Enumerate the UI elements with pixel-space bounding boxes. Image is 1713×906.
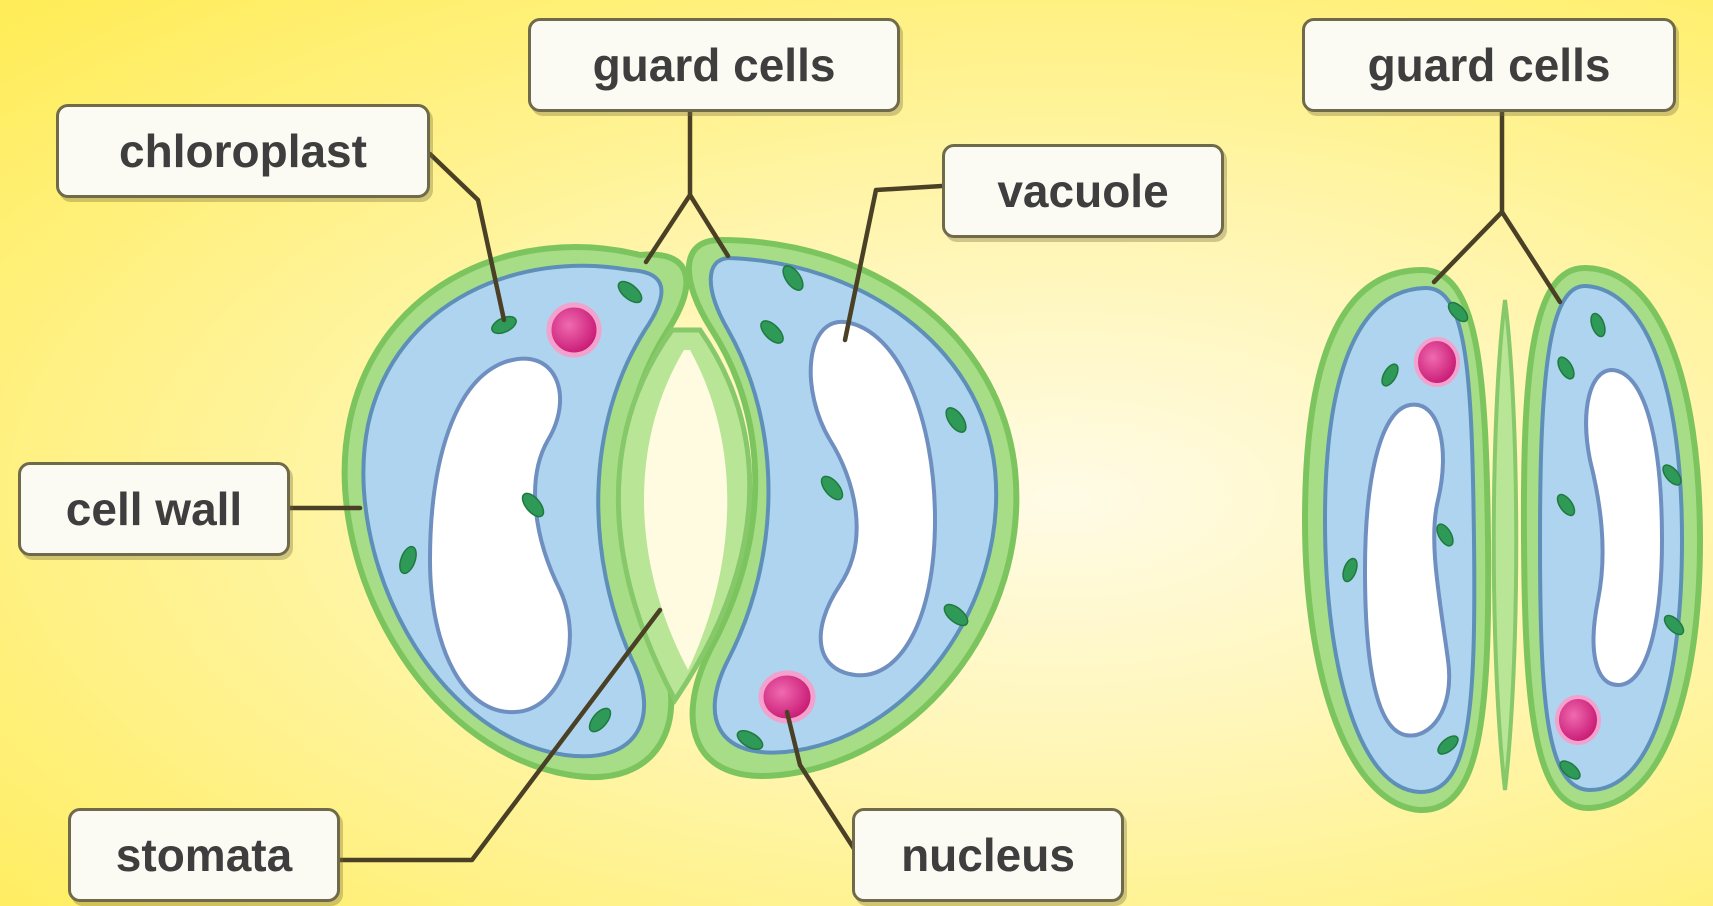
leader-line-guard-cells-open bbox=[646, 112, 690, 262]
closed-pore bbox=[1494, 300, 1517, 790]
nucleus-right-closed bbox=[1557, 697, 1599, 743]
label-cell-wall: cell wall bbox=[18, 462, 290, 556]
open-stoma bbox=[345, 240, 1017, 777]
nucleus-left-open bbox=[549, 305, 599, 355]
label-stomata: stomata bbox=[68, 808, 340, 902]
closed-stoma bbox=[1305, 268, 1700, 810]
label-vacuole: vacuole bbox=[942, 144, 1224, 238]
label-guard-cells-open: guard cells bbox=[528, 18, 900, 112]
nucleus-left-closed bbox=[1416, 339, 1458, 385]
leader-line-guard-cells-closed-branch bbox=[1502, 212, 1560, 302]
label-chloroplast: chloroplast bbox=[56, 104, 430, 198]
leader-line-guard-cells-closed bbox=[1434, 112, 1502, 282]
label-guard-cells-closed: guard cells bbox=[1302, 18, 1676, 112]
closed-left-vacuole bbox=[1365, 405, 1449, 736]
label-nucleus: nucleus bbox=[852, 808, 1124, 902]
